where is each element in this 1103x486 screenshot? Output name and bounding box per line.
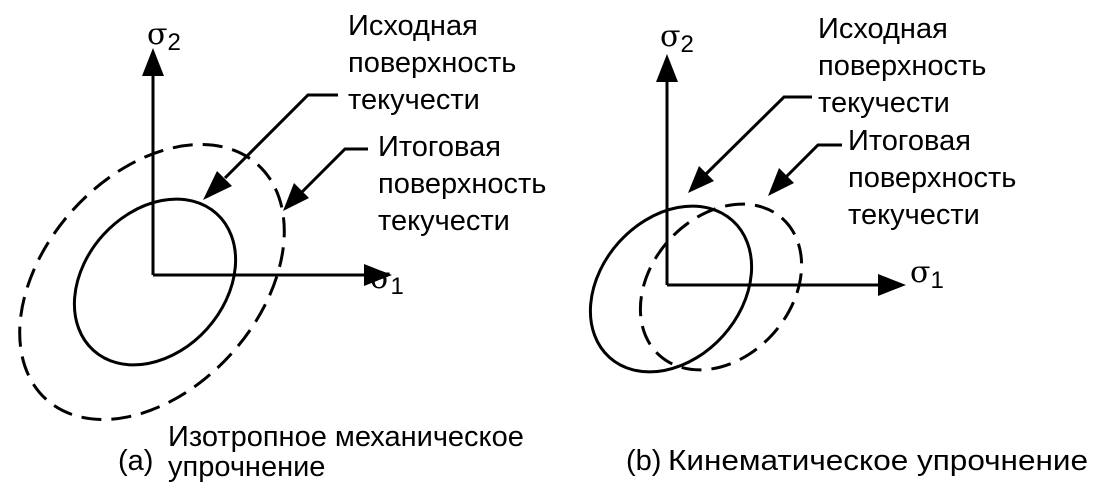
panel-a-letter: (a) (118, 445, 153, 477)
final-yield-surface-b (638, 202, 804, 372)
sigma1-label-b: σ1 (910, 255, 944, 294)
final-surface-arrowhead-b (768, 168, 794, 196)
initial-yield-surface-a (72, 197, 238, 367)
panel-b-letter: (b) (626, 445, 661, 477)
final-surface-leader-a (299, 147, 368, 195)
sigma2-label-a: σ2 (147, 17, 181, 56)
panel-b-caption: Кинематическое упрочнение (668, 445, 1088, 477)
panel-a-caption: Изотропное механическое упрочнение (168, 421, 532, 483)
sigma2-arrowhead-a (142, 48, 164, 76)
final-surface-leader-b (784, 143, 842, 179)
panel-isotropic: σ2 σ1 Исходная поверхность текучести Ито… (18, 10, 554, 483)
initial-surface-arrowhead-b (688, 166, 714, 193)
final-surface-arrowhead-a (283, 183, 309, 211)
final-surface-label-b: Итоговая поверхность текучести (848, 125, 1024, 231)
sigma2-label-b: σ2 (660, 19, 694, 58)
panel-kinematic: σ2 σ1 Исходная поверхность текучести Ито… (588, 13, 1088, 477)
sigma2-arrowhead-b (656, 54, 678, 82)
initial-surface-arrowhead-a (203, 171, 232, 200)
sigma1-arrowhead-b (878, 274, 906, 296)
initial-surface-label-b: Исходная поверхность текучести (818, 13, 994, 119)
sigma1-label-a: σ1 (370, 261, 404, 300)
initial-surface-leader-a (223, 93, 338, 180)
initial-surface-leader-b (704, 95, 812, 176)
sigma1-arrowhead-a (364, 264, 392, 286)
initial-surface-label-a: Исходная поверхность текучести (348, 10, 524, 116)
initial-yield-surface-b (588, 204, 754, 374)
final-surface-label-a: Итоговая поверхность текучести (378, 131, 554, 237)
final-yield-surface-a (18, 142, 286, 422)
